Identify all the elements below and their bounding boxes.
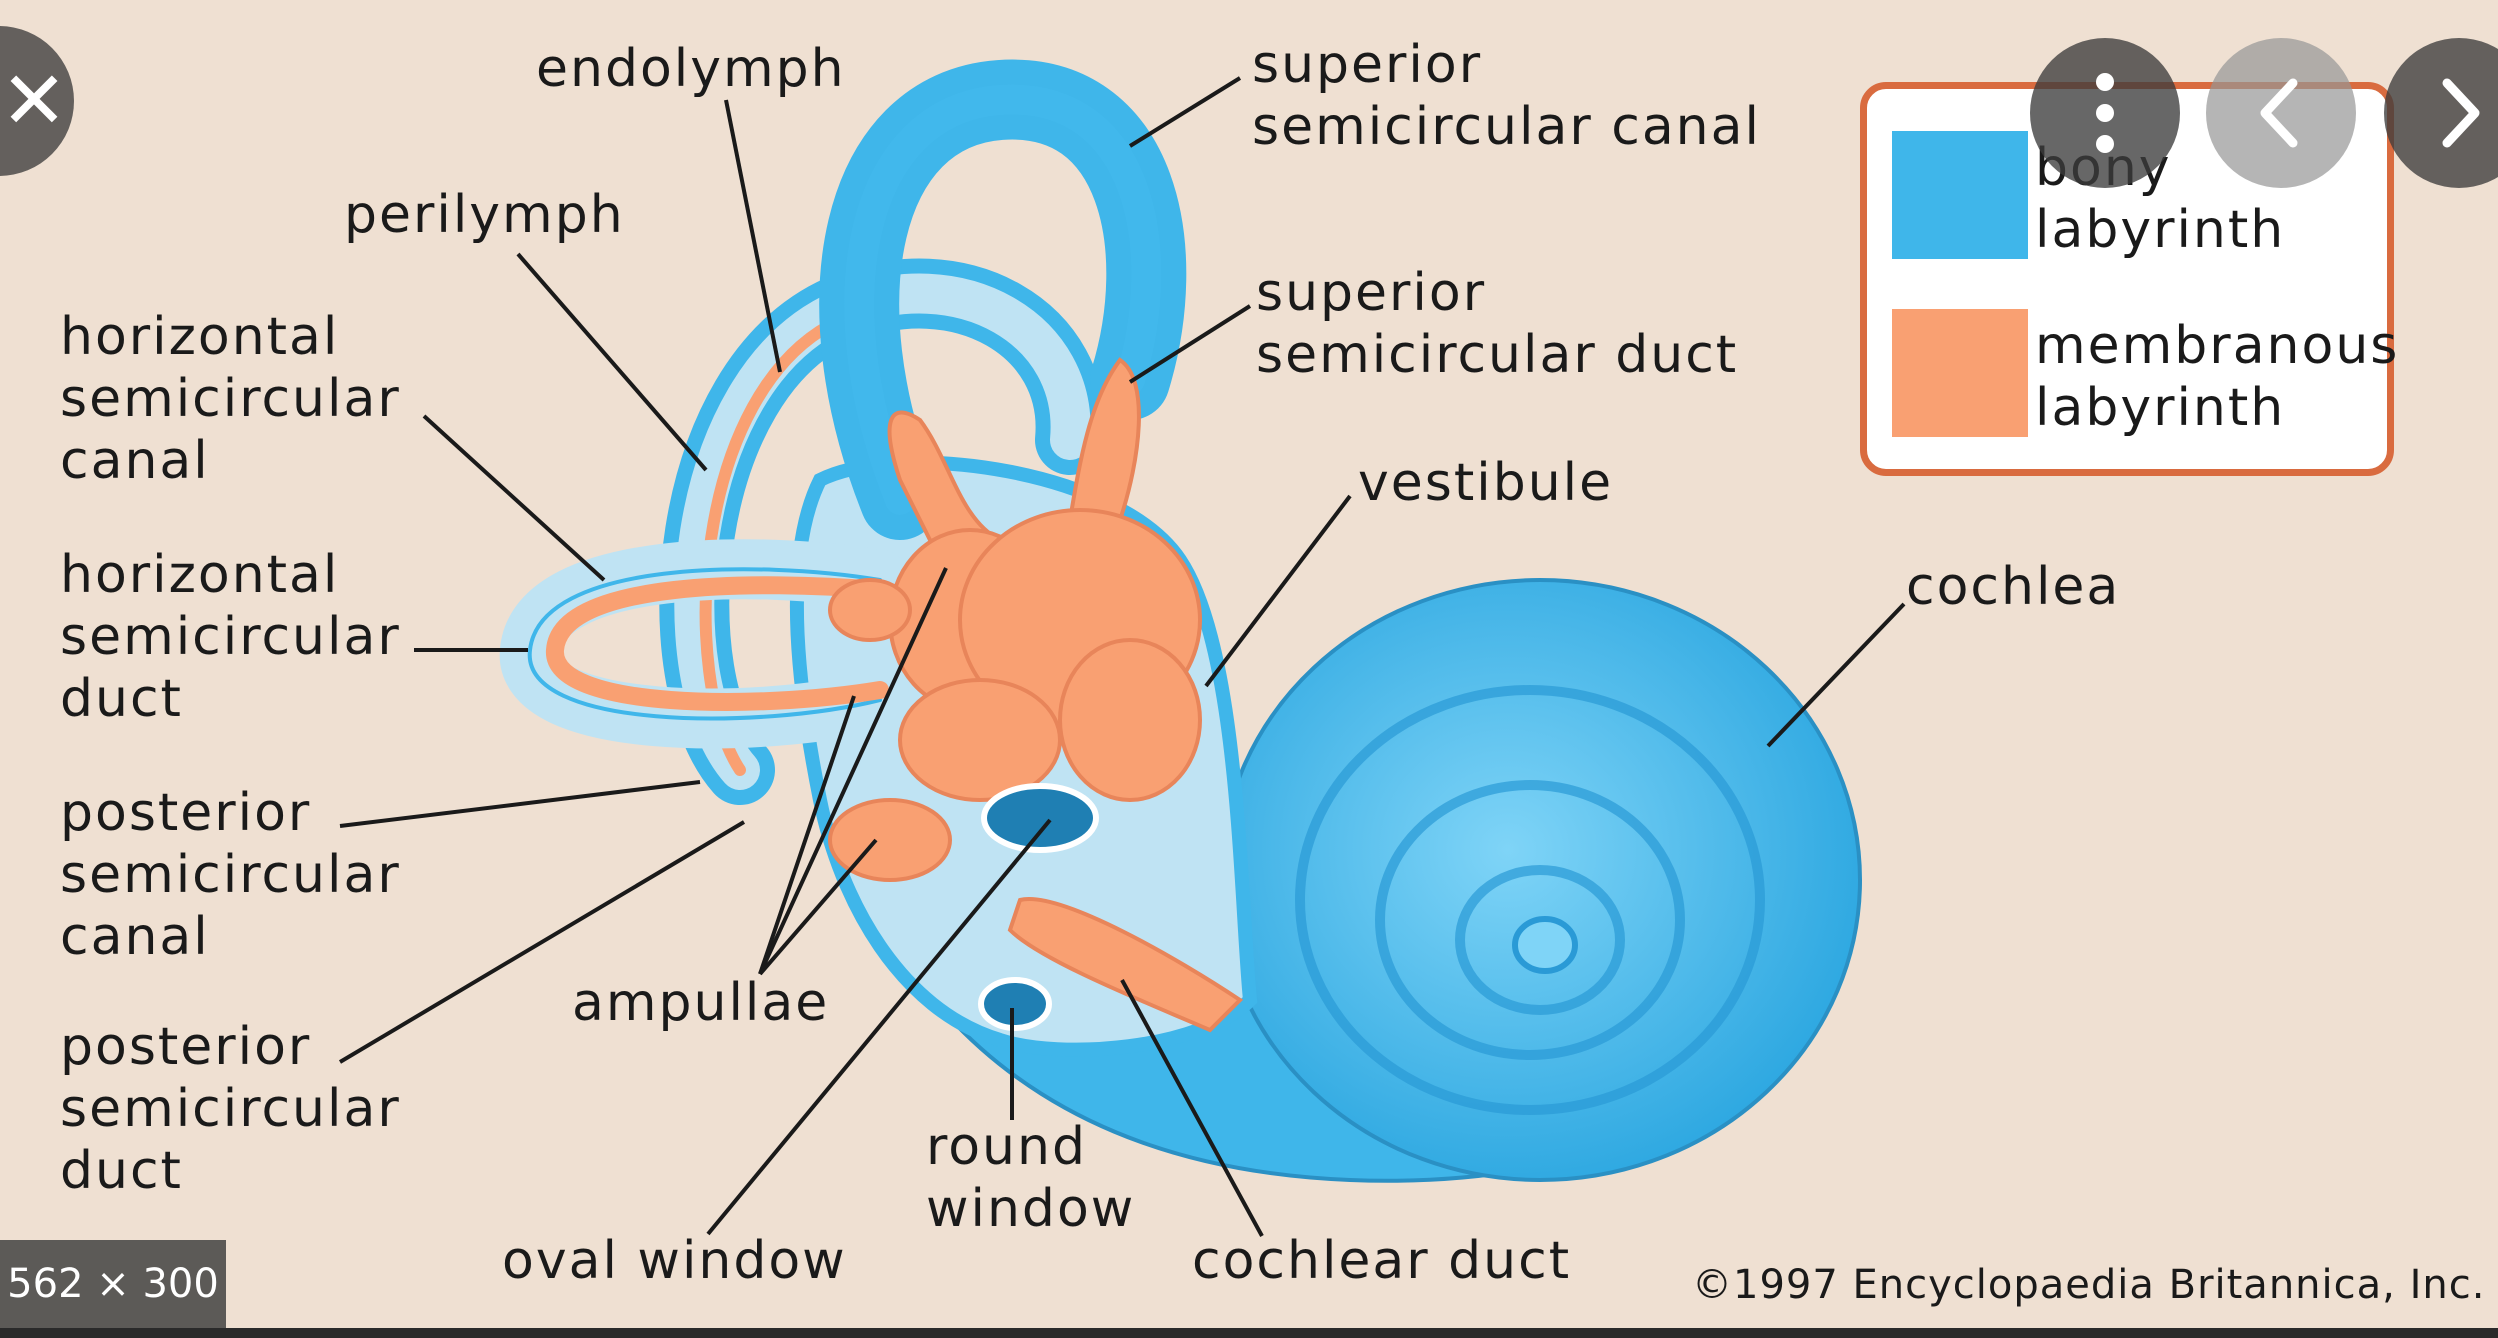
round-window-shape <box>978 977 1052 1031</box>
previous-image-button[interactable] <box>2206 38 2356 188</box>
legend-label-membranous: membranous labyrinth <box>2035 316 2400 438</box>
copyright-credit: ©1997 Encyclopaedia Britannica, Inc. <box>1692 1262 2486 1308</box>
horizontal-duct <box>546 576 889 711</box>
label-superior-semicircular-duct: superior semicircular duct <box>1256 263 1739 385</box>
close-icon: ✕ <box>0 54 68 147</box>
legend-swatch-membranous <box>1892 309 2028 437</box>
label-horizontal-semicircular-duct: horizontal semicircular duct <box>60 545 401 729</box>
leader-lines <box>338 76 1906 1237</box>
label-posterior-semicircular-duct: posterior semicircular duct <box>60 1017 401 1201</box>
cochlea-shape <box>1218 578 1862 1182</box>
label-cochlear-duct: cochlear duct <box>1192 1231 1572 1291</box>
label-superior-semicircular-canal: superior semicircular canal <box>1252 35 1761 157</box>
image-dimensions-badge: 562 × 300 <box>0 1240 226 1328</box>
label-cochlea: cochlea <box>1906 557 2121 617</box>
bottom-bar <box>0 1328 2498 1338</box>
legend-swatch-bony <box>1892 131 2028 259</box>
label-ampullae: ampullae <box>572 973 830 1033</box>
oval-window-shape <box>981 783 1099 853</box>
label-perilymph: perilymph <box>344 185 625 245</box>
label-endolymph: endolymph <box>536 39 846 99</box>
label-horizontal-semicircular-canal: horizontal semicircular canal <box>60 307 401 491</box>
label-posterior-semicircular-canal: posterior semicircular canal <box>60 783 401 967</box>
chevron-left-icon <box>2260 78 2298 148</box>
label-round-window: round window <box>926 1117 1136 1239</box>
next-image-button[interactable] <box>2384 38 2498 188</box>
chevron-right-icon <box>2442 78 2480 148</box>
membranous-labyrinth <box>828 357 1244 1033</box>
label-oval-window: oval window <box>502 1231 847 1291</box>
more-options-button[interactable] <box>2030 38 2180 188</box>
more-vertical-icon <box>2096 73 2114 153</box>
label-vestibule: vestibule <box>1358 453 1614 513</box>
